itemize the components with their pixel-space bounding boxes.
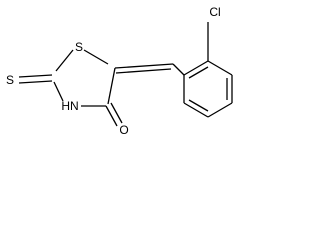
bond-ch-ar1 xyxy=(172,63,185,76)
bond-ar4-ar5 xyxy=(207,102,233,118)
chemical-structure: Cl S S HN O xyxy=(6,5,233,137)
bond-c5-ch-a xyxy=(114,63,174,69)
atom-thione-sulfur-label: S xyxy=(6,73,14,87)
bond-s1-c5 xyxy=(83,49,109,65)
atom-nh-label: HN xyxy=(61,99,78,113)
bond-c2-s-thione-a xyxy=(18,74,53,78)
bond-c2-n3 xyxy=(53,81,64,102)
bond-ar2-ar3 xyxy=(207,60,233,76)
bond-c4-o-a xyxy=(105,105,118,127)
bond-ar1-ar2-inner xyxy=(188,66,209,79)
bond-s1-c2 xyxy=(55,49,74,72)
bond-ar5-ar6 xyxy=(183,102,209,118)
bond-ar1-ar2 xyxy=(183,60,209,76)
bond-c4-c5 xyxy=(107,67,116,105)
bond-c5-ch-b xyxy=(115,68,172,74)
bond-c2-s-thione-b xyxy=(18,80,53,84)
atom-ring-sulfur-label: S xyxy=(75,40,83,54)
bond-ar5-ar6-inner xyxy=(188,99,209,112)
bond-c4-o-b xyxy=(110,102,123,124)
atom-oxygen-label: O xyxy=(119,123,128,137)
atom-chlorine-label: Cl xyxy=(209,5,220,19)
